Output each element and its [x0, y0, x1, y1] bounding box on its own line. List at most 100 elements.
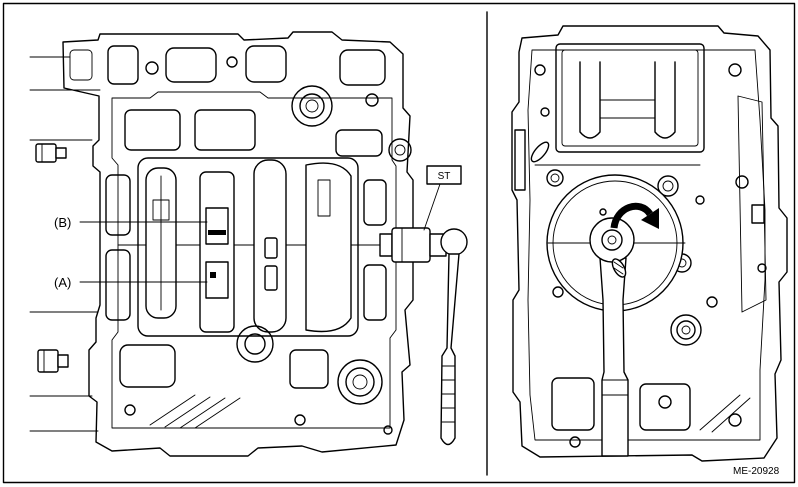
rib-hatch — [699, 394, 741, 431]
left-bolts — [35, 143, 69, 373]
tool-part-a — [205, 261, 229, 299]
lower-pocket — [639, 383, 691, 431]
bolt-hole — [706, 296, 718, 308]
bolt-hole — [728, 413, 742, 427]
bolt-hole — [124, 404, 136, 416]
rib-pocket — [194, 109, 256, 151]
ratchet-handle — [440, 253, 460, 446]
clockwise-arrow-icon — [610, 202, 659, 229]
upper-block-features — [69, 45, 412, 162]
rib-hatch — [179, 397, 226, 429]
ratchet-head — [440, 228, 468, 256]
boss-outer — [236, 325, 274, 363]
socket — [391, 227, 431, 263]
callout-b-label: (B) — [54, 215, 71, 230]
boss-inner — [345, 367, 375, 397]
st-label: ST — [438, 171, 451, 182]
engine-block-front-inner-wall — [527, 49, 766, 441]
engine-block-outline — [62, 31, 414, 457]
left-panel-side-view: ST (B) (A) — [29, 31, 468, 457]
boss-inner — [676, 320, 696, 340]
bolt-hole — [365, 93, 379, 107]
figure-code: ME-20928 — [733, 466, 780, 477]
boss-inner — [299, 93, 325, 119]
boss-outer — [670, 314, 702, 346]
ratchet-wrench-front — [589, 217, 635, 457]
arrow-head — [641, 208, 659, 229]
mount-pocket — [69, 49, 93, 81]
pocket — [107, 45, 139, 85]
lower-front-features — [551, 377, 751, 433]
arrow-body — [610, 202, 653, 229]
callout-st: ST — [423, 165, 462, 231]
boss-outer — [291, 85, 333, 127]
boss-outer — [657, 175, 679, 197]
bolt-hole — [383, 425, 393, 435]
upper-housing-inner — [561, 49, 699, 147]
st-label-box — [426, 165, 462, 185]
lower-pocket — [551, 377, 595, 431]
bolt-hole — [757, 263, 767, 273]
rib-pocket — [335, 129, 383, 157]
bolt-hole — [658, 395, 672, 409]
side-boss — [514, 129, 526, 191]
bolt-head — [35, 143, 57, 163]
ratchet-socket — [601, 229, 623, 251]
st-leader-line — [423, 183, 441, 231]
connecting-bolt — [264, 265, 278, 291]
u-slot — [579, 61, 601, 139]
upper-housing — [555, 43, 705, 153]
side-cover — [737, 95, 767, 313]
bolt-hole — [552, 286, 564, 298]
boss-hole — [394, 144, 406, 156]
rib-hatch — [149, 394, 196, 426]
pocket — [165, 47, 217, 83]
upper-front-features — [514, 43, 742, 191]
side-cover-bolt — [751, 204, 765, 224]
bolt-hole — [695, 195, 705, 205]
ratchet-drive-center — [607, 235, 617, 245]
engine-block-front-outline — [511, 25, 788, 462]
crankshaft-stopper-tool — [199, 171, 235, 333]
u-slot — [654, 61, 676, 139]
tool-part-b — [205, 207, 229, 245]
crankshaft — [145, 159, 352, 333]
bolt-hole — [145, 61, 159, 75]
pocket — [245, 45, 287, 83]
oil-slot — [530, 141, 550, 163]
counterweight-detail — [317, 179, 331, 217]
side-slot — [105, 174, 131, 236]
callout-b: (B) — [54, 215, 208, 230]
lower-pocket — [119, 344, 176, 388]
boss-hole — [550, 173, 560, 183]
tool-part-b-detail — [208, 230, 226, 235]
boss-hole — [662, 180, 674, 192]
boss-hole — [681, 325, 691, 335]
boss-hole — [244, 333, 266, 355]
bolt-shank — [57, 354, 69, 368]
tool-part-a-detail — [210, 272, 216, 278]
rib-hatch — [711, 397, 751, 433]
callout-a: (A) — [54, 275, 208, 290]
pocket — [339, 49, 386, 86]
bolt-hole — [728, 63, 742, 77]
boss-outer — [388, 138, 412, 162]
ratchet-wrench-side — [379, 227, 468, 446]
bolt-hole — [540, 107, 550, 117]
lower-pocket — [289, 349, 329, 389]
bolt-shank — [55, 147, 67, 159]
plate-mark — [599, 208, 607, 216]
side-slot — [105, 249, 131, 321]
pawl-detail — [613, 261, 624, 269]
bolt-hole — [534, 64, 546, 76]
ratchet-handle — [599, 257, 629, 457]
bolt-head — [37, 349, 59, 373]
bolt-hole — [294, 414, 306, 426]
right-panel-front-view: ME-20928 — [511, 25, 788, 477]
crank-counterweight — [305, 162, 352, 333]
engine-block-inner-wall — [111, 91, 397, 429]
bolt-hole — [569, 436, 581, 448]
bolt-hole — [226, 56, 238, 68]
